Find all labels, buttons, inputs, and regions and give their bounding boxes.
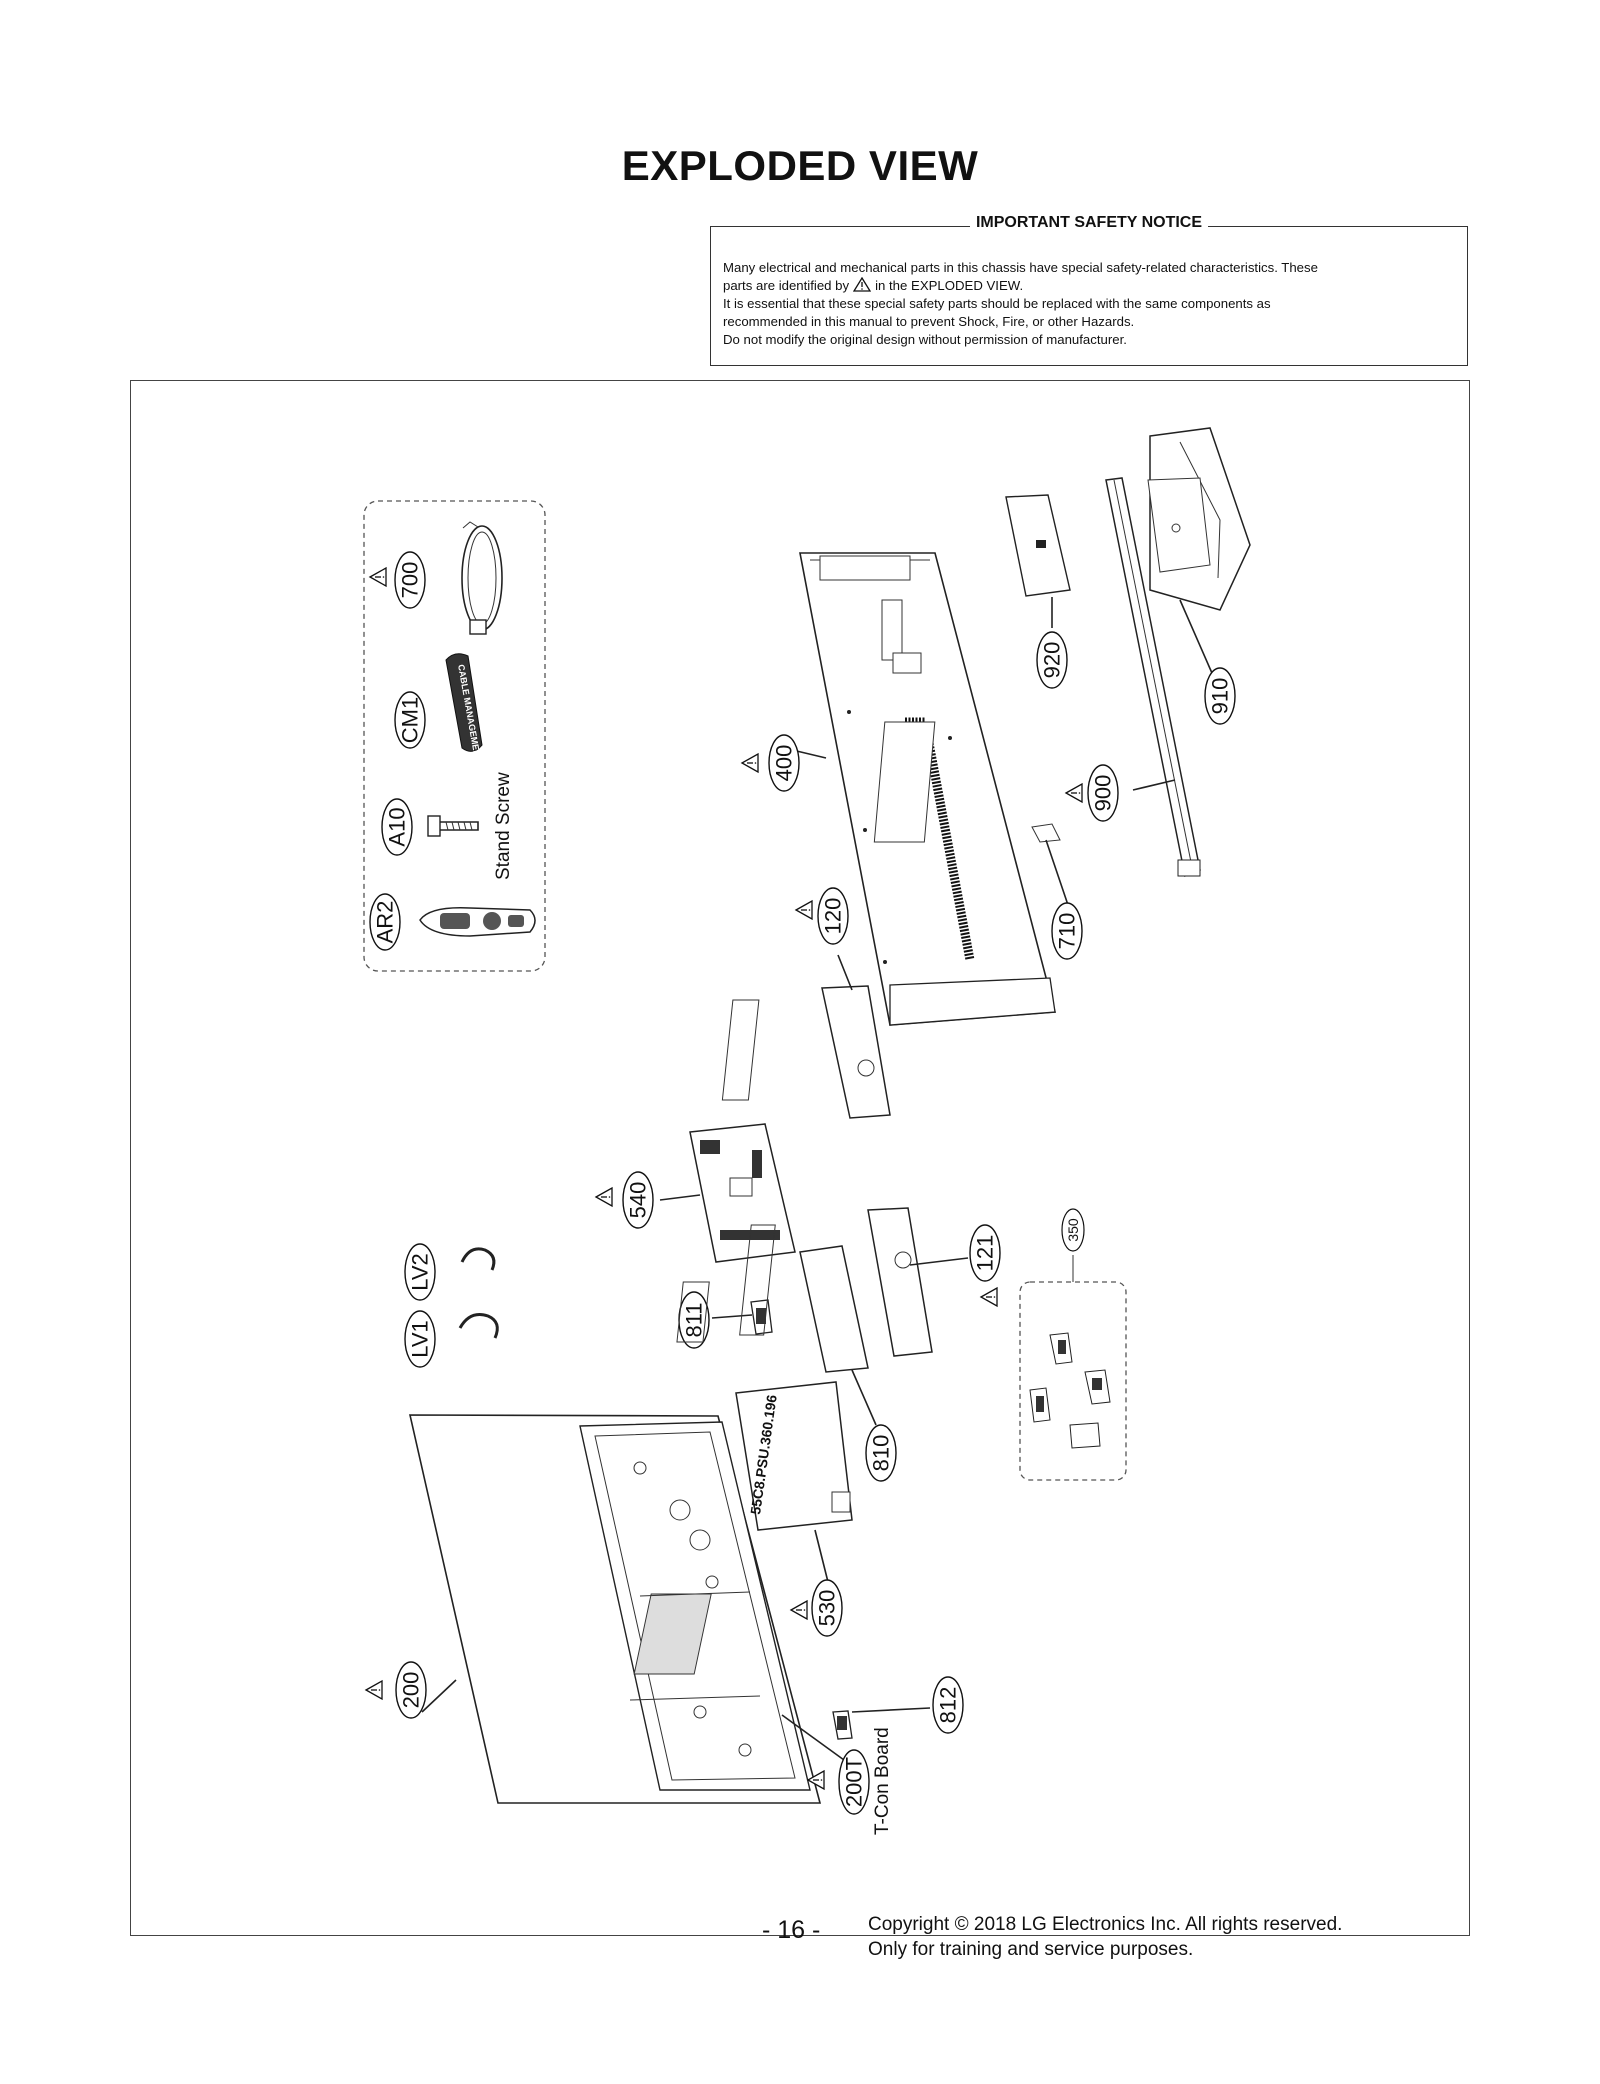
board-812 bbox=[832, 1710, 853, 1740]
remote-control bbox=[419, 907, 536, 937]
warning-triangle-icon bbox=[853, 277, 872, 292]
label-530: 530 bbox=[811, 1579, 843, 1637]
svg-text:900: 900 bbox=[1091, 775, 1116, 812]
warning-triangle-icon bbox=[365, 1680, 383, 1700]
notice-line-5: Do not modify the original design withou… bbox=[723, 332, 1127, 347]
label-810: 810 bbox=[865, 1424, 897, 1482]
cable-management-clip: CABLE MANAGEMENT bbox=[445, 653, 483, 763]
warning-triangle-icon bbox=[795, 900, 813, 920]
bracket-810 bbox=[676, 1245, 869, 1373]
group-350-parts bbox=[1029, 1332, 1111, 1449]
main-board bbox=[689, 1123, 796, 1263]
svg-text:200T: 200T bbox=[842, 1757, 867, 1807]
svg-text:400: 400 bbox=[772, 745, 797, 782]
warning-triangle-icon bbox=[369, 567, 387, 587]
label-400: 400 bbox=[768, 734, 800, 792]
warning-triangle-icon bbox=[741, 753, 759, 773]
back-cover bbox=[799, 552, 1061, 1026]
speaker-left bbox=[721, 985, 891, 1119]
label-cm1: CM1 bbox=[394, 691, 426, 749]
svg-text:121: 121 bbox=[973, 1235, 998, 1272]
label-710: 710 bbox=[1051, 902, 1083, 960]
tcon-caption: T-Con Board bbox=[872, 1727, 893, 1835]
power-supply-board: 55C8.PSU.360.196 bbox=[735, 1381, 853, 1531]
stand-screw-caption: Stand Screw bbox=[493, 772, 514, 880]
svg-text:AR2: AR2 bbox=[373, 901, 398, 944]
svg-text:120: 120 bbox=[821, 898, 846, 935]
label-812: 812 bbox=[932, 1676, 964, 1734]
safety-notice-box: IMPORTANT SAFETY NOTICE Many electrical … bbox=[710, 214, 1468, 366]
cover-920 bbox=[1005, 494, 1071, 597]
copyright-line: Copyright © 2018 LG Electronics Inc. All… bbox=[868, 1914, 1343, 1935]
svg-text:910: 910 bbox=[1208, 678, 1233, 715]
label-120: 120 bbox=[817, 887, 849, 945]
training-line: Only for training and service purposes. bbox=[868, 1939, 1194, 1960]
stand-base bbox=[1105, 477, 1201, 878]
label-540: 540 bbox=[622, 1171, 654, 1229]
notice-line-4: recommended in this manual to prevent Sh… bbox=[723, 314, 1135, 329]
label-121: 121 bbox=[969, 1224, 1001, 1282]
label-900: 900 bbox=[1087, 764, 1119, 822]
warning-triangle-icon bbox=[980, 1287, 998, 1307]
notice-line-1: Many electrical and mechanical parts in … bbox=[723, 260, 1318, 275]
svg-text:810: 810 bbox=[869, 1435, 894, 1472]
warning-triangle-icon bbox=[595, 1187, 613, 1207]
label-200t: 200T bbox=[838, 1749, 870, 1815]
label-ar2: AR2 bbox=[369, 893, 401, 951]
label-lv2: LV2 bbox=[404, 1243, 436, 1301]
power-cord bbox=[461, 521, 503, 635]
svg-text:920: 920 bbox=[1040, 642, 1065, 679]
footer-copyright: Copyright © 2018 LG Electronics Inc. All… bbox=[868, 1912, 1342, 1962]
svg-text:CM1: CM1 bbox=[398, 697, 423, 743]
svg-text:811: 811 bbox=[682, 1302, 707, 1337]
safety-notice-body: Many electrical and mechanical parts in … bbox=[723, 259, 1455, 349]
label-920: 920 bbox=[1036, 631, 1068, 689]
svg-text:812: 812 bbox=[936, 1687, 961, 1724]
label-200: 200 bbox=[395, 1661, 427, 1719]
svg-text:350: 350 bbox=[1065, 1218, 1081, 1242]
safety-notice-title: IMPORTANT SAFETY NOTICE bbox=[969, 214, 1209, 231]
svg-text:530: 530 bbox=[815, 1590, 840, 1627]
lvds-cable-2 bbox=[460, 1247, 496, 1271]
display-panel bbox=[408, 1414, 822, 1804]
svg-text:A10: A10 bbox=[385, 807, 410, 846]
svg-text:LV1: LV1 bbox=[408, 1320, 433, 1358]
svg-text:540: 540 bbox=[626, 1182, 651, 1219]
exploded-diagram-frame bbox=[130, 380, 1470, 1936]
page-number: - 16 - bbox=[762, 1916, 821, 1944]
label-lv1: LV1 bbox=[404, 1310, 436, 1368]
warning-triangle-icon bbox=[790, 1600, 808, 1620]
stand-body bbox=[1147, 427, 1251, 611]
accessories-group bbox=[363, 500, 546, 972]
notice-line-3: It is essential that these special safet… bbox=[723, 296, 1271, 311]
speaker-right bbox=[739, 1207, 933, 1357]
label-a10: A10 bbox=[381, 798, 413, 856]
svg-text:200: 200 bbox=[399, 1672, 424, 1709]
board-811 bbox=[750, 1299, 773, 1335]
group-350 bbox=[1019, 1281, 1127, 1481]
stand-screw bbox=[427, 815, 479, 837]
label-350: 350 bbox=[1061, 1208, 1085, 1252]
svg-text:710: 710 bbox=[1055, 913, 1080, 950]
label-811: 811 bbox=[678, 1291, 710, 1349]
page-title: EXPLODED VIEW bbox=[621, 142, 979, 189]
warning-triangle-icon bbox=[1065, 783, 1083, 803]
label-700: 700 bbox=[394, 551, 426, 609]
svg-text:LV2: LV2 bbox=[408, 1253, 433, 1291]
label-910: 910 bbox=[1204, 667, 1236, 725]
lvds-cable-1 bbox=[458, 1313, 499, 1339]
svg-text:700: 700 bbox=[398, 562, 423, 599]
